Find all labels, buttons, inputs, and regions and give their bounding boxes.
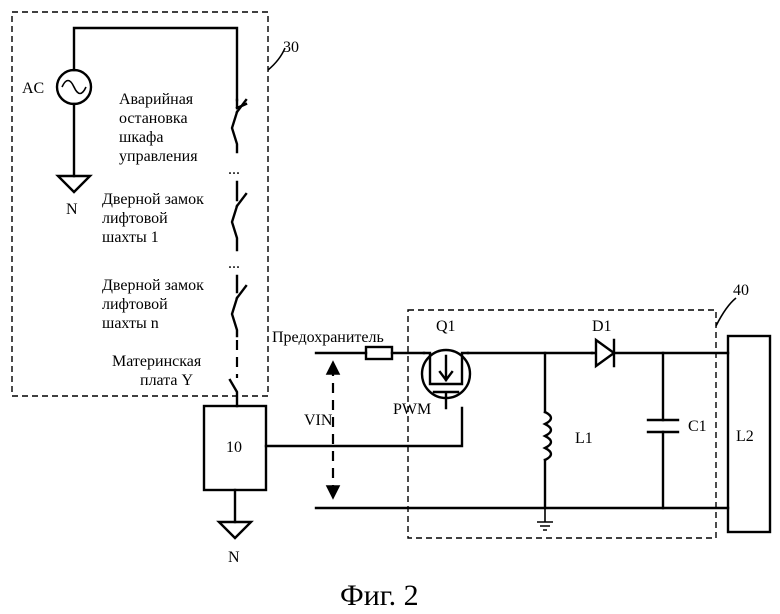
c1-label: C1 (688, 418, 707, 435)
block-10-label: 10 (226, 439, 242, 456)
stop-label-1: Аварийная (119, 91, 194, 108)
door1-label-1: Дверной замок (102, 191, 204, 208)
door1-label-2: лифтовой (102, 210, 168, 227)
door1-label-3: шахты 1 (102, 229, 159, 246)
block-40-label: 40 (733, 282, 749, 299)
switch-doorn-symbol (232, 276, 237, 336)
fuse-symbol (366, 347, 392, 359)
doorn-label-1: Дверной замок (102, 277, 204, 294)
d1-label: D1 (592, 318, 612, 335)
stop-label-4: управления (119, 148, 198, 165)
ac-top-wire (74, 28, 237, 100)
l1-ground-icon (537, 508, 553, 530)
q1-arrow-icon (440, 356, 452, 380)
fuse-label: Предохранитель (272, 329, 384, 346)
figure-caption: Фиг. 2 (340, 579, 419, 612)
vin-arrow-head-bottom (327, 486, 339, 498)
n-bottom-label: N (228, 549, 240, 566)
d1-diode-symbol (592, 340, 614, 366)
switch-stop-blade (237, 100, 246, 112)
ac-label: AC (22, 80, 44, 97)
motherboard-switch-blade (230, 380, 237, 406)
dots-1: ... (228, 161, 240, 178)
switch-door1-symbol (232, 182, 237, 250)
switch-doorn-blade (237, 286, 246, 298)
q1-gate (434, 392, 458, 408)
ground-icon-top (58, 176, 90, 192)
q1-label: Q1 (436, 318, 456, 335)
block-30-label: 30 (283, 39, 299, 56)
n-top-label: N (66, 201, 78, 218)
l2-label: L2 (736, 428, 754, 445)
vin-label: VIN (304, 412, 333, 429)
block-40-leader (716, 298, 736, 326)
ac-sine-icon (62, 81, 86, 94)
mother-label-1: Материнская (112, 353, 202, 370)
dots-2: ... (228, 255, 240, 272)
l1-label: L1 (575, 430, 593, 447)
l1-inductor-symbol (545, 412, 551, 460)
mother-label-2: плата Y (140, 372, 194, 389)
pwm-control-wire (266, 408, 462, 446)
stop-label-3: шкафа (119, 129, 163, 146)
vin-arrow-head-top (327, 362, 339, 374)
stop-label-2: остановка (119, 110, 188, 127)
doorn-label-3: шахты n (102, 315, 159, 332)
doorn-label-2: лифтовой (102, 296, 168, 313)
c1-capacitor-symbol (648, 420, 678, 432)
ground-icon-bottom (219, 522, 251, 538)
pwm-label: PWM (393, 401, 431, 418)
block-40-boundary (408, 310, 716, 538)
switch-door1-blade (237, 194, 246, 206)
